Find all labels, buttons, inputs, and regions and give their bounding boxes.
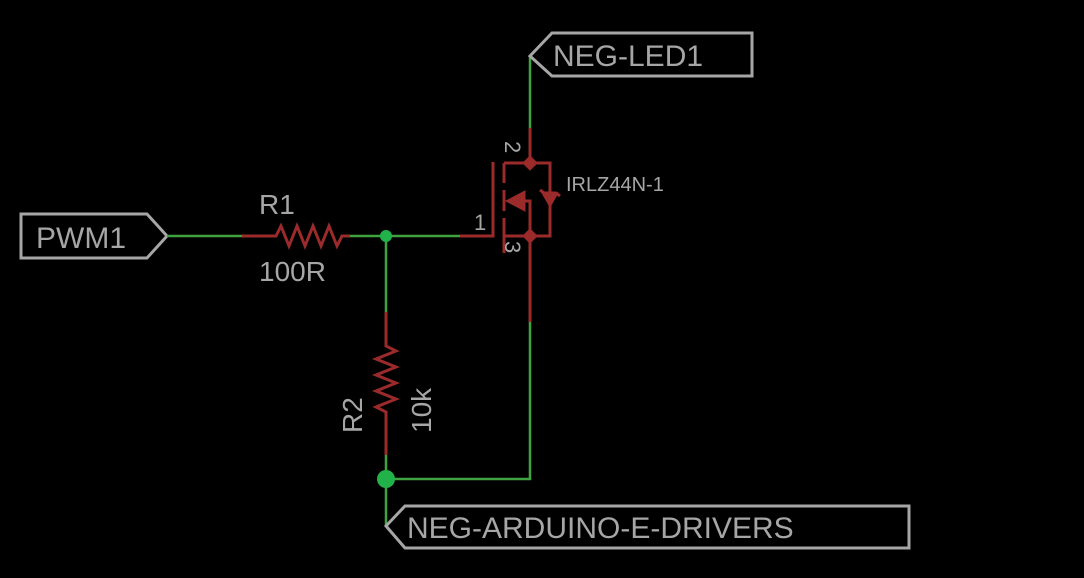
wires xyxy=(167,56,532,526)
net-label-frame xyxy=(19,212,170,260)
mosfet-pin-gate: 1 xyxy=(474,210,486,235)
mosfet-pin-drain: 2 xyxy=(500,141,525,153)
zener-diode-bar xyxy=(539,188,561,198)
resistor-r1[interactable]: R1 100R xyxy=(242,189,350,287)
resistor-r1-symbol xyxy=(242,221,350,251)
mosfet-junction-source xyxy=(522,228,538,244)
resistor-r2-name: R2 xyxy=(337,397,368,433)
junction-ground xyxy=(377,470,395,488)
zener-diode-triangle xyxy=(541,192,559,209)
wire-source-ground[interactable] xyxy=(386,322,532,481)
net-label-text: PWM1 xyxy=(36,222,126,255)
resistor-r1-value: 100R xyxy=(259,256,326,287)
net-label-frame xyxy=(383,504,911,550)
mosfet-name: IRLZ44N-1 xyxy=(566,174,664,196)
resistor-r2-symbol xyxy=(371,312,401,455)
mosfet-junction-drain xyxy=(522,155,538,171)
mosfet-irlz44n[interactable]: IRLZ44N-1 1 2 3 xyxy=(460,128,664,322)
resistor-r2[interactable]: R2 10k xyxy=(337,312,437,455)
net-label-neg-arduino[interactable]: NEG-ARDUINO-E-DRIVERS xyxy=(383,504,911,550)
net-label-text: NEG-LED1 xyxy=(553,40,703,73)
junction-gate xyxy=(380,230,392,242)
net-label-text: NEG-ARDUINO-E-DRIVERS xyxy=(407,512,794,545)
net-label-frame xyxy=(527,31,754,78)
net-label-neg-led1[interactable]: NEG-LED1 xyxy=(527,31,754,78)
net-label-pwm1[interactable]: PWM1 xyxy=(19,212,170,260)
resistor-r1-name: R1 xyxy=(259,189,295,220)
mosfet-pin-source: 3 xyxy=(500,241,525,253)
resistor-r2-value: 10k xyxy=(406,387,437,433)
mosfet-arrow xyxy=(504,190,526,212)
mosfet-gate xyxy=(460,162,495,238)
